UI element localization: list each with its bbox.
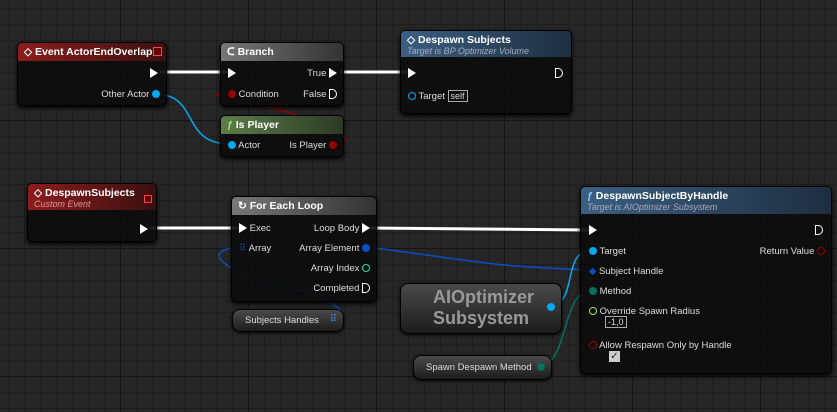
branch-node[interactable]: ᑕ Branch True Condition False [220, 42, 344, 106]
delegate-pin-icon[interactable] [153, 47, 162, 56]
false-pin[interactable] [329, 89, 337, 100]
for-each-loop-node[interactable]: ↻ For Each Loop Exec Loop Body ⠿ Array A… [231, 196, 377, 302]
object-wire [154, 93, 231, 145]
other-actor-pin[interactable] [152, 90, 160, 99]
loop-body-pin[interactable] [362, 223, 370, 234]
array-index-pin[interactable] [362, 264, 370, 273]
delegate-pin-icon[interactable] [144, 195, 152, 203]
event-actor-end-overlap-node[interactable]: ◇ Event ActorEndOverlap Other Actor [17, 42, 167, 106]
function-icon: ƒ [587, 190, 596, 202]
exec-in-pin[interactable] [589, 225, 597, 236]
exec-wire [369, 226, 591, 232]
method-pin[interactable] [589, 287, 597, 296]
event-icon: ◇ [24, 46, 35, 58]
target-value[interactable]: self [447, 90, 468, 102]
array-pin[interactable]: ⠿ [239, 243, 246, 254]
subjects-handles-node[interactable]: Subjects Handles ⠿ [232, 309, 344, 332]
spawn-despawn-method-node[interactable]: Spawn Despawn Method [413, 355, 552, 380]
actor-pin[interactable] [228, 141, 236, 150]
subsystem-output-pin[interactable] [547, 303, 555, 311]
allow-respawn-checkbox[interactable]: ✓ [609, 351, 620, 362]
exec-out-pin[interactable] [815, 225, 823, 235]
override-radius-pin[interactable] [589, 307, 597, 316]
event-icon: ◇ [34, 187, 45, 199]
target-pin[interactable] [589, 247, 597, 256]
array-element-pin[interactable] [362, 244, 370, 253]
is-player-pin[interactable] [329, 141, 337, 150]
exec-out-pin[interactable] [150, 68, 158, 79]
method-output-pin[interactable] [537, 363, 545, 371]
branch-icon: ᑕ [227, 46, 238, 58]
loop-icon: ↻ [238, 200, 250, 212]
condition-pin[interactable] [228, 90, 236, 99]
exec-in-pin[interactable] [408, 68, 416, 79]
exec-out-pin[interactable] [555, 68, 563, 78]
completed-pin[interactable] [362, 283, 370, 294]
struct-wire [359, 245, 593, 271]
exec-in-pin[interactable] [239, 223, 247, 234]
bool-wire [215, 92, 347, 145]
aioptimizer-subsystem-node[interactable]: AIOptimizer Subsystem [400, 283, 562, 334]
exec-out-pin[interactable] [140, 224, 148, 235]
array-output-pin[interactable]: ⠿ [329, 314, 337, 325]
allow-respawn-pin[interactable] [589, 341, 597, 350]
function-icon: ƒ [227, 119, 236, 131]
exec-in-pin[interactable] [228, 68, 236, 79]
function-icon: ◇ [407, 34, 418, 46]
return-value-pin[interactable] [817, 247, 825, 256]
radius-value-input[interactable]: -1,0 [605, 316, 627, 328]
subject-handle-pin[interactable]: ◆ [589, 266, 597, 277]
target-pin[interactable] [408, 92, 416, 101]
true-pin[interactable] [329, 68, 337, 79]
is-player-node[interactable]: ƒ Is Player Actor Is Player [220, 115, 344, 157]
